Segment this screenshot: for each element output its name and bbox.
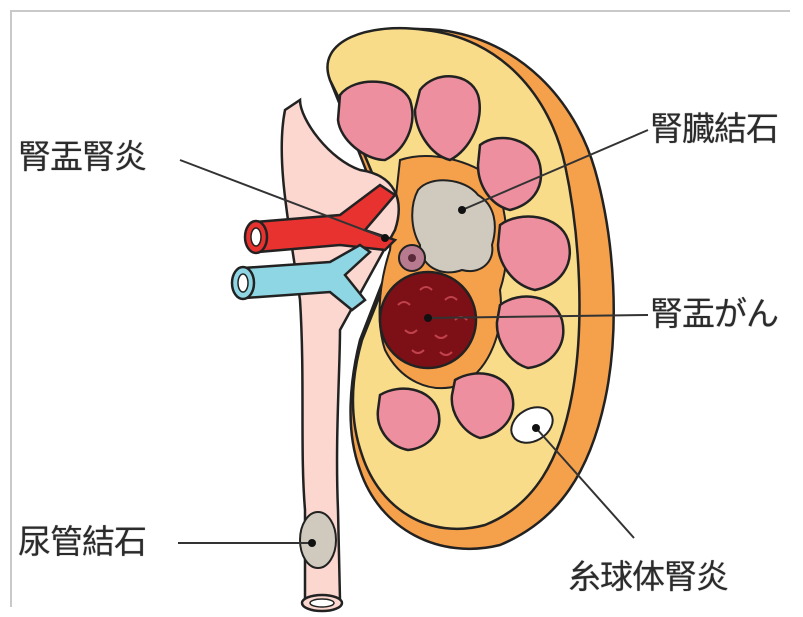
ureteral-stone bbox=[300, 512, 336, 568]
label-glomerulonephritis: 糸球体腎炎 bbox=[568, 560, 728, 593]
label-pyelonephritis: 腎盂腎炎 bbox=[18, 140, 146, 173]
label-ureteral-stone: 尿管結石 bbox=[18, 525, 146, 558]
label-renal-pelvis-cancer: 腎盂がん bbox=[650, 297, 778, 330]
label-kidney-stone: 腎臓結石 bbox=[650, 112, 778, 145]
